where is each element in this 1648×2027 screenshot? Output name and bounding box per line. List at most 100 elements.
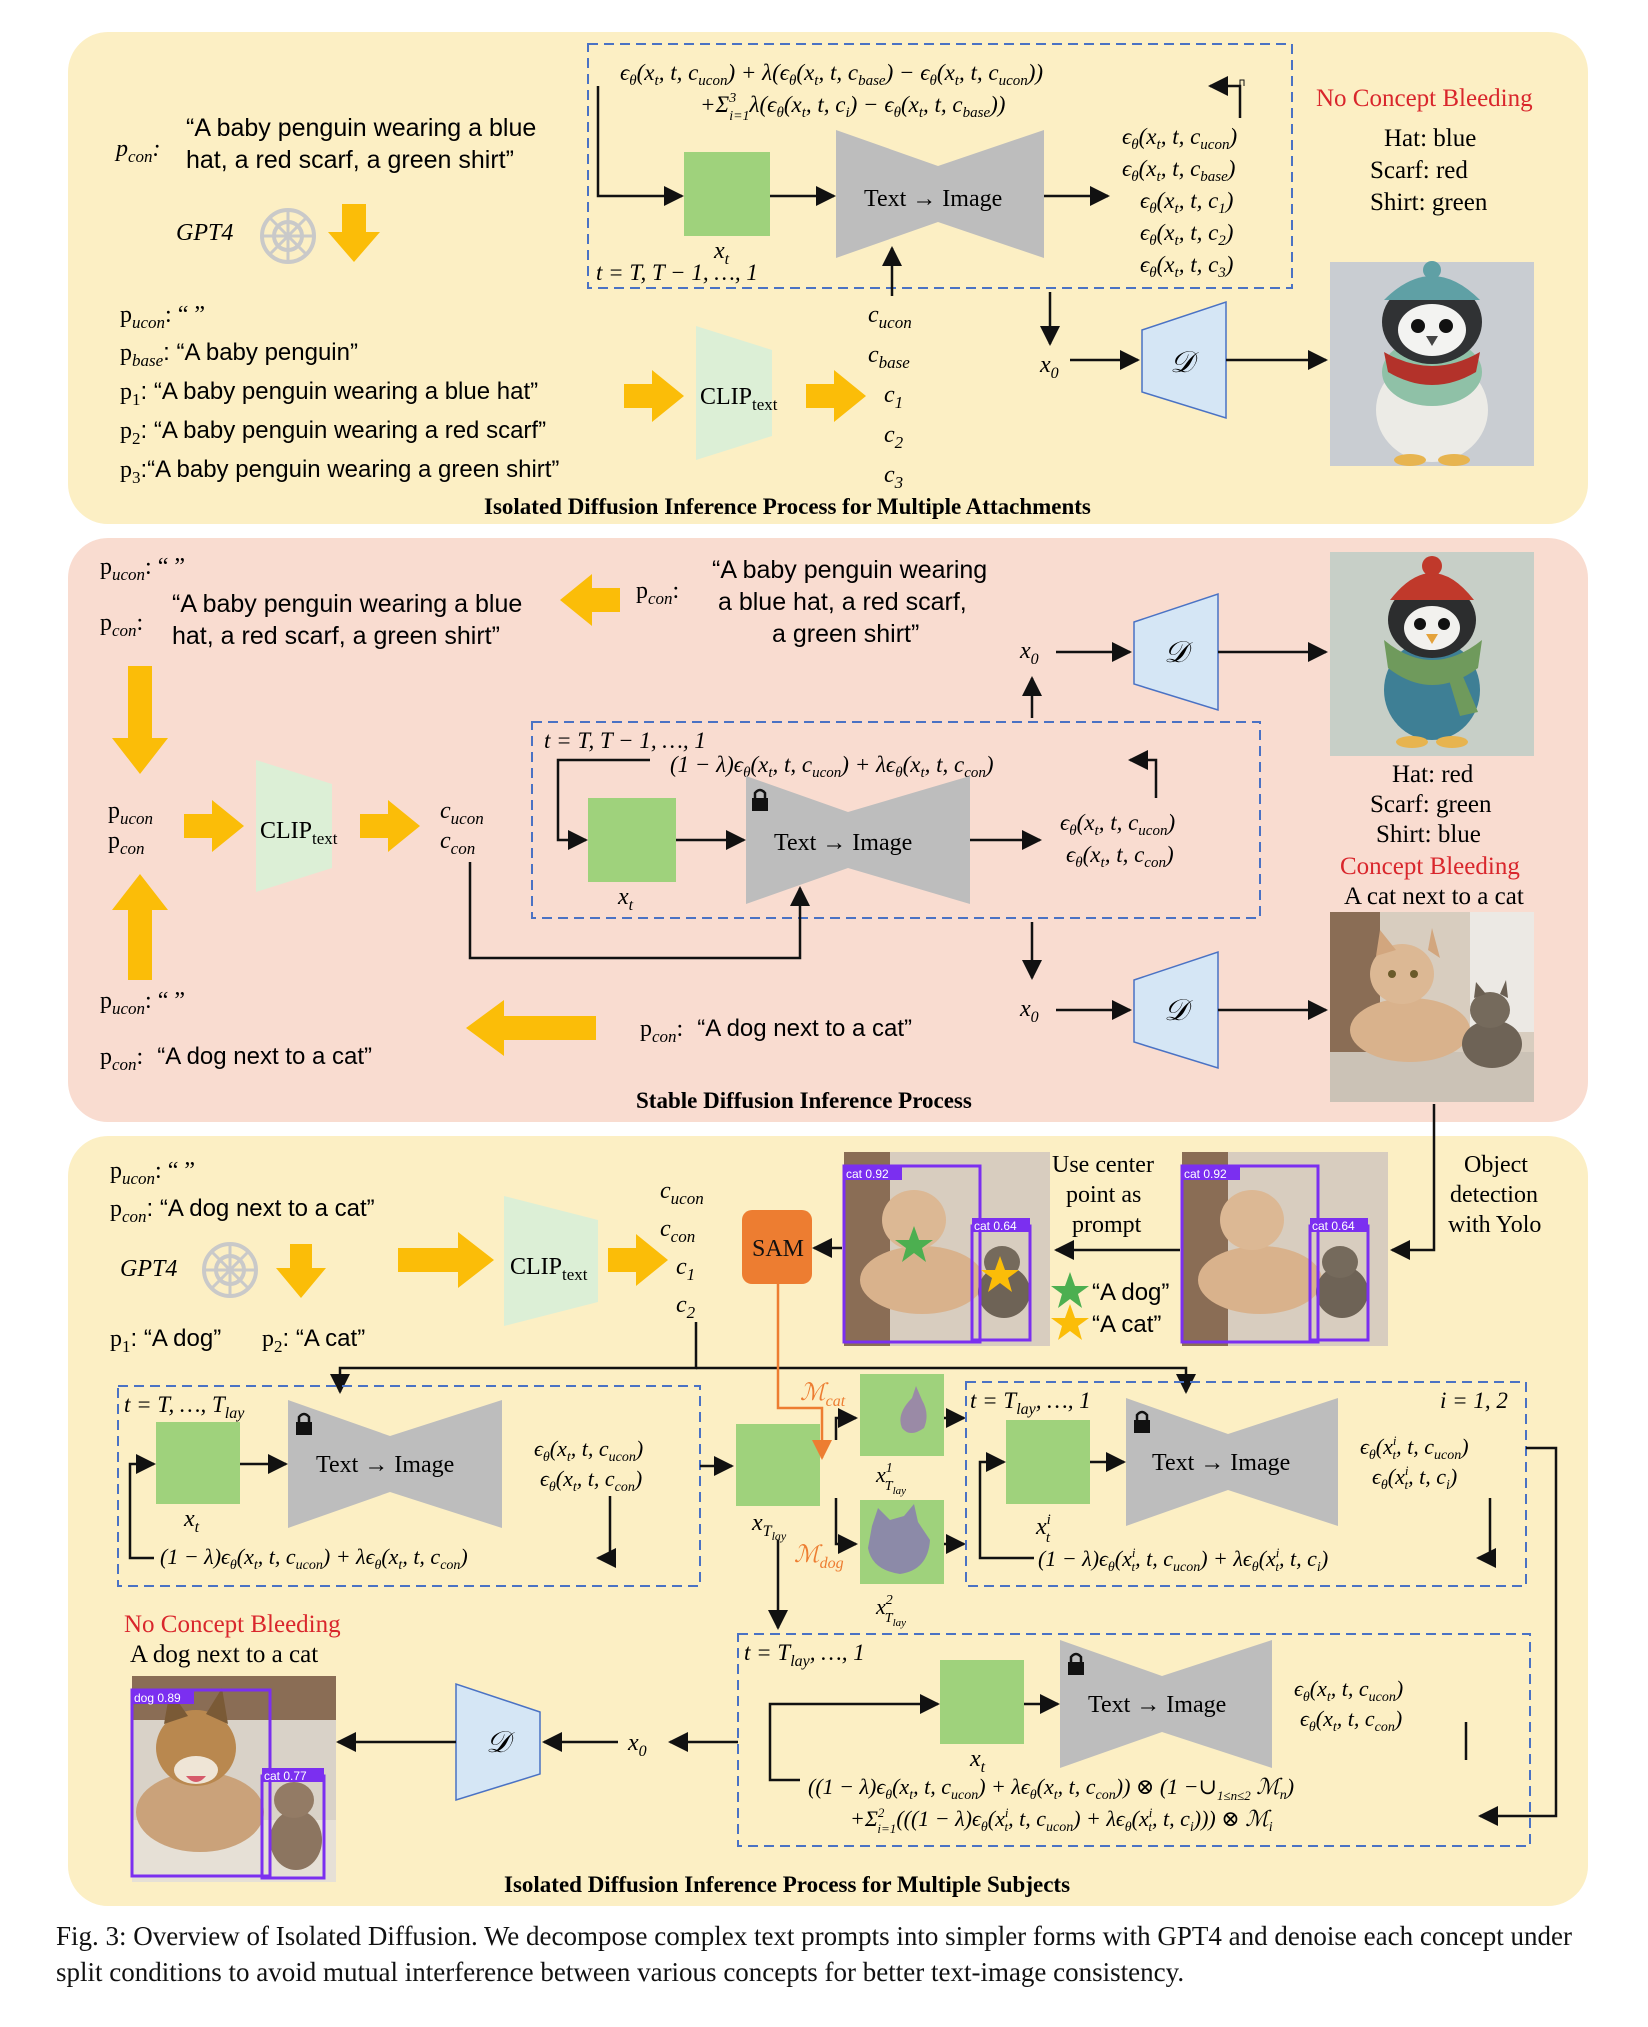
legend-dog: “A dog” (1092, 1279, 1169, 1306)
legend-yellow-star-icon (1051, 1304, 1089, 1340)
mid-arrow-cond-unet (468, 862, 810, 960)
bot-arrow-to-clip-icon (398, 1232, 494, 1288)
bot-out-c2: ϵθ(xt, t, ccon) (1300, 1706, 1402, 1735)
mid-right-line2: a blue hat, a red scarf, (718, 588, 967, 616)
mid-unet (746, 776, 970, 904)
detection-stars-image (842, 1152, 1050, 1346)
bot-gpt-label: GPT4 (120, 1256, 177, 1282)
bot-p2: p2: “A cat” (262, 1325, 365, 1356)
top-decoder (1141, 300, 1227, 420)
bottom-section: pucon: “ ” pcon: “A dog next to a cat” G… (110, 1104, 1558, 1897)
lock-icon-c (1068, 1652, 1084, 1675)
top-prompt-line2: hat, a red scarf, a green shirt” (186, 146, 514, 174)
green-star-icon (895, 1226, 933, 1262)
mid-unet-label: Text → Image (774, 830, 912, 856)
mid-attr-scarf: Scarf: green (1370, 791, 1492, 818)
bot-latent-a (156, 1422, 240, 1504)
mid-loop-right (1128, 750, 1158, 798)
cond-bus-right (696, 1366, 1196, 1394)
bot-loop-b-right (1476, 1498, 1496, 1568)
top-no-bleed: No Concept Bleeding (1316, 85, 1533, 112)
bot-no-bleed: No Concept Bleeding (124, 1611, 341, 1638)
mid-decoder-b (1133, 950, 1219, 1070)
bot-xtlay-block (736, 1424, 820, 1506)
det-cat-final: cat 0.77 (264, 1769, 307, 1783)
top-unet-label: Text → Image (864, 186, 1002, 212)
top-loop-line-right (1208, 76, 1242, 118)
mid-p-con-line1: “A baby penguin wearing a blue (172, 590, 522, 618)
bot-split-down (834, 1498, 858, 1554)
yellow-star-icon (981, 1256, 1019, 1292)
arrow-cats-to-yolo (1390, 1104, 1436, 1260)
yolo-detection-image (1180, 1152, 1388, 1346)
mid-p-con-line2: hat, a red scarf, a green shirt” (172, 622, 500, 650)
mid-title: Stable Diffusion Inference Process (636, 1088, 972, 1113)
bot-split-up (834, 1408, 858, 1440)
bot-i-range: i = 1, 2 (1440, 1388, 1508, 1413)
mid-out-2: ϵθ(xt, t, ccon) (1066, 842, 1174, 871)
top-out-1: ϵθ(xt, t, cucon) (1122, 124, 1237, 153)
det-cat-a: cat 0.92 (846, 1167, 889, 1181)
top-prompt-line1: “A baby penguin wearing a blue (186, 114, 536, 142)
bot-unet-a (288, 1400, 502, 1528)
bot-loop-a-left (128, 1454, 156, 1560)
legend-green-star-icon (1051, 1272, 1089, 1308)
mid-attr-hat: Hat: red (1392, 761, 1474, 788)
lock-icon-b (1134, 1410, 1150, 1433)
mid-clip-encoder (256, 760, 332, 892)
sam-label: SAM (752, 1236, 804, 1262)
bot-unet-label-a: Text → Image (316, 1452, 454, 1478)
top-attr-hat: Hat: blue (1384, 125, 1476, 152)
det-note-3: with Yolo (1448, 1212, 1541, 1238)
cond-bus-line (330, 1322, 698, 1394)
center-note-1: Use center (1052, 1152, 1154, 1178)
bot-latent-c (940, 1660, 1024, 1744)
sam-mask-line (776, 1284, 832, 1460)
top-gpt-arrow-icon (328, 204, 380, 262)
top-unet (836, 130, 1044, 258)
det-note-2: detection (1450, 1182, 1538, 1208)
mid-t-range: t = T, T − 1, …, 1 (544, 728, 706, 753)
top-clip-encoder (696, 326, 772, 460)
mid-bottom-con: pcon:“A dog next to a cat” (100, 1043, 372, 1074)
figure-caption: Fig. 3: Overview of Isolated Diffusion. … (56, 1921, 1573, 1987)
bot-unet-b (1126, 1398, 1338, 1526)
top-formula-1: ϵθ(xt, t, cucon) + λ(ϵθ(xt, t, cbase) − … (620, 60, 1043, 89)
bot-box-b (965, 1381, 1527, 1587)
two-cats-image (1330, 912, 1534, 1102)
bot-unet-c (1060, 1640, 1272, 1768)
bot-loop-a-right (596, 1496, 616, 1568)
mid-arrow-left-top-icon (560, 574, 620, 626)
mid-right-line3: a green shirt” (772, 620, 919, 648)
top-section: pcon: “A baby penguin wearing a blue hat… (114, 43, 1534, 519)
top-arrow-to-clip-icon (624, 370, 684, 422)
mid-clip-label: CLIPtext (260, 818, 338, 848)
yolo-cat-a: cat 0.92 (1184, 1167, 1227, 1181)
mid-arrow-left-bottom-icon (466, 1000, 596, 1056)
bot-gpt-arrow-icon (276, 1244, 326, 1298)
center-note-2: point as (1066, 1182, 1141, 1208)
bot-latent-b (1006, 1420, 1090, 1504)
legend-cat: “A cat” (1092, 1311, 1161, 1338)
sam-block (742, 1210, 812, 1284)
bot-form-c1: ((1 − λ)ϵθ(xt, t, cucon) + λϵθ(xt, t, cc… (808, 1774, 1294, 1803)
mid-latent-block (588, 798, 676, 882)
dog-mask-image (860, 1500, 944, 1584)
top-p3: p3:“A baby penguin wearing a green shirt… (120, 456, 559, 487)
middle-section: pucon: “ ” pcon: “A baby penguin wearing… (100, 552, 1534, 1113)
top-title: Isolated Diffusion Inference Process for… (484, 494, 1091, 519)
gpt-logo-icon-bottom (202, 1242, 258, 1298)
top-attr-scarf: Scarf: red (1370, 157, 1468, 184)
bot-clip-encoder (504, 1196, 598, 1326)
bot-arrow-from-clip-icon (608, 1234, 668, 1286)
penguin-blue-hat-image (1330, 261, 1534, 466)
bot-unet-label-c: Text → Image (1088, 1692, 1226, 1718)
mid-dog-prompt: pcon:“A dog next to a cat” (640, 1015, 912, 1046)
top-latent-block (684, 152, 770, 236)
mid-formula: (1 − λ)ϵθ(xt, t, cucon) + λϵθ(xt, t, cco… (670, 752, 994, 781)
bot-unet-label-b: Text → Image (1152, 1450, 1290, 1476)
mid-denoise-loop-box (531, 721, 1261, 919)
